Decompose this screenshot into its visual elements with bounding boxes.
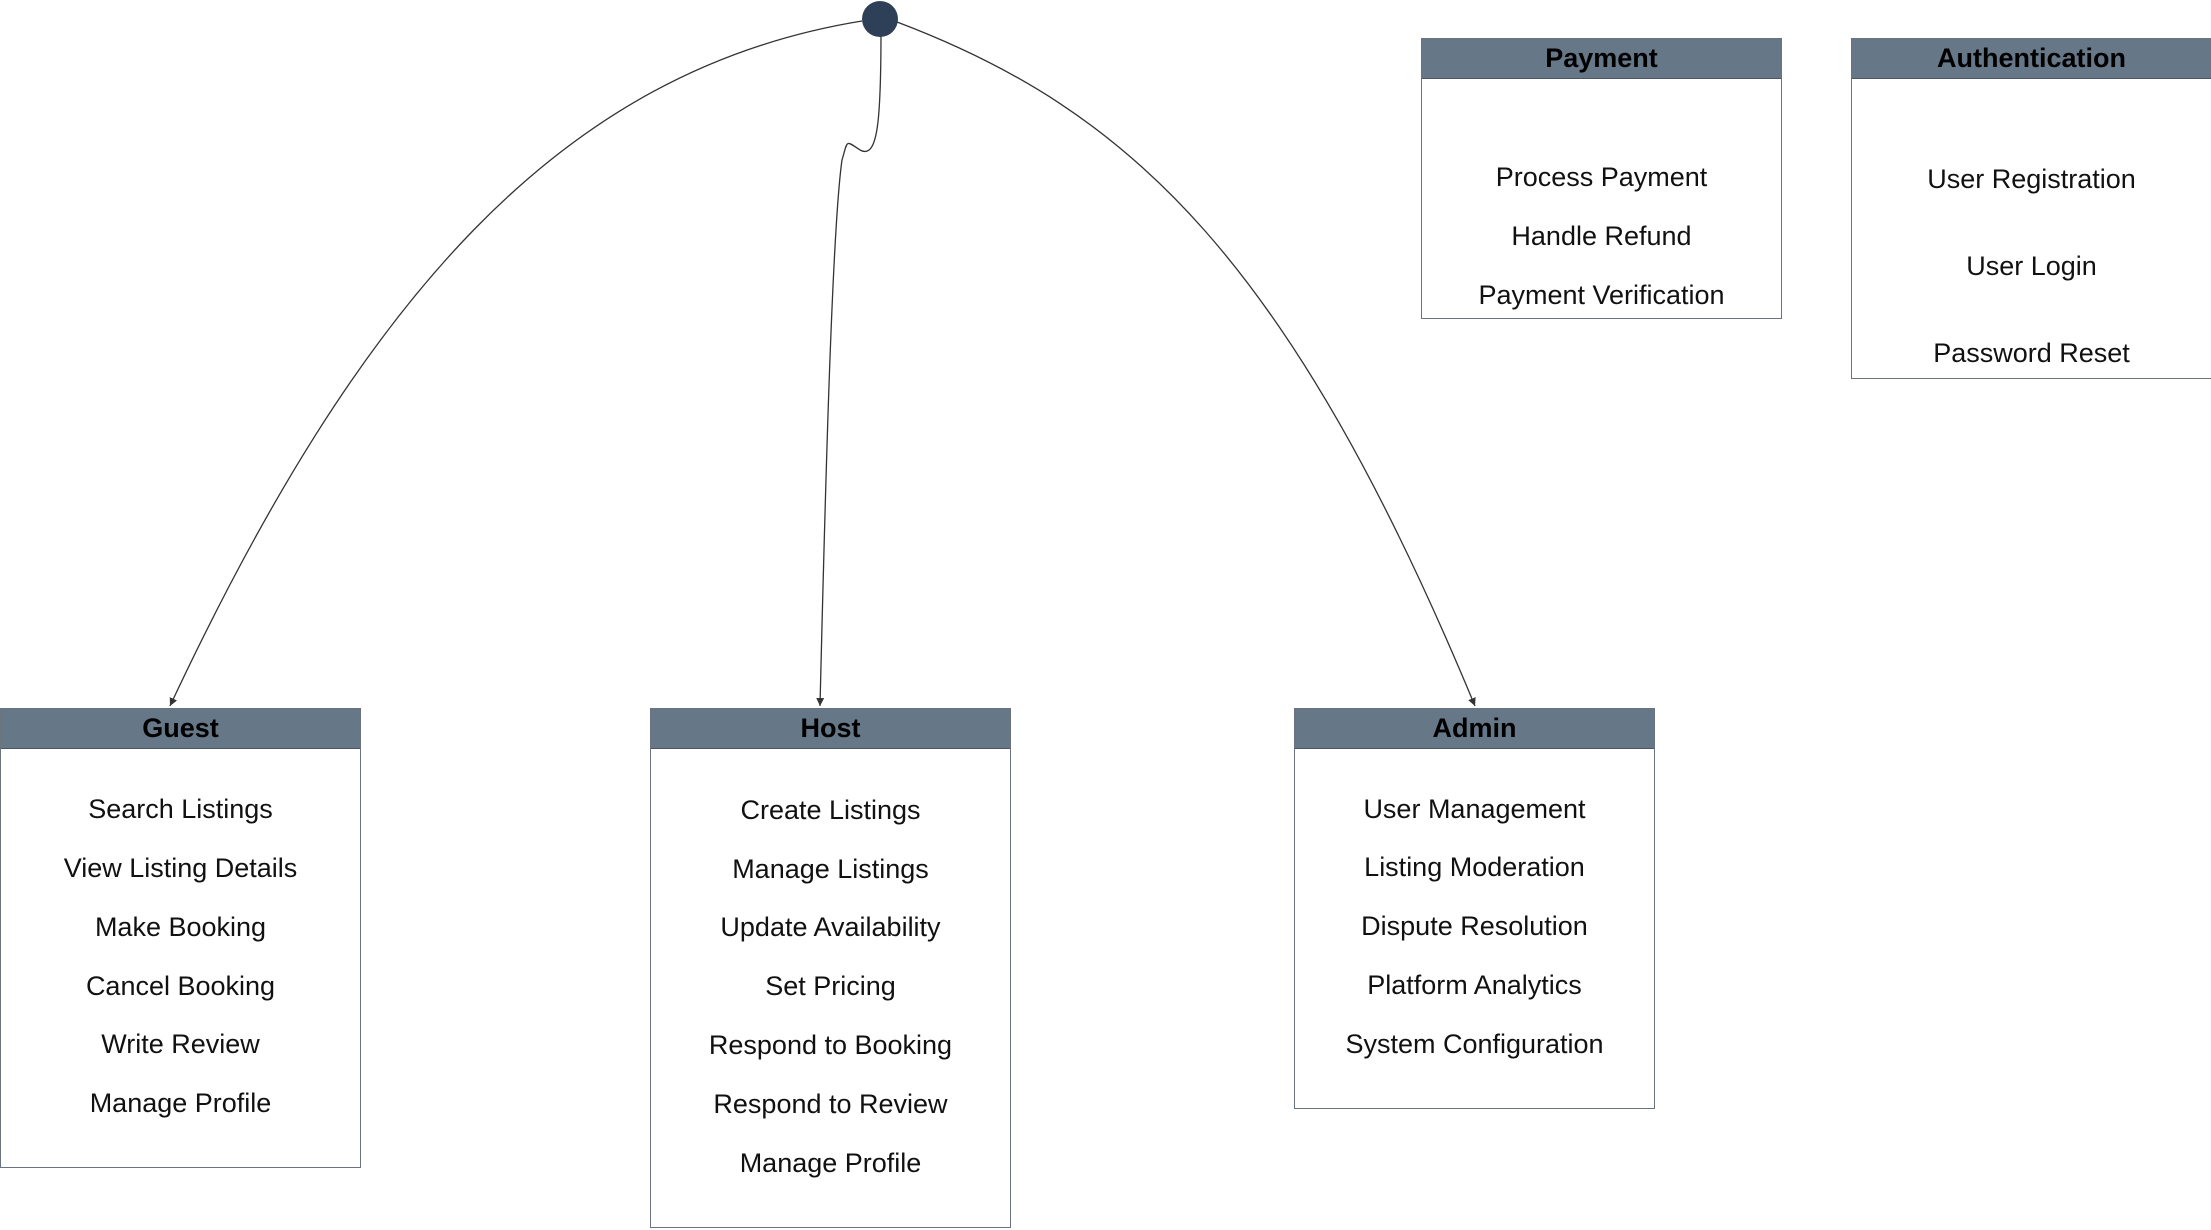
- payment-item: Handle Refund: [1511, 221, 1692, 251]
- guest-card-title: Guest: [1, 709, 360, 749]
- admin-item: User Management: [1363, 794, 1586, 824]
- host-card-title: Host: [651, 709, 1010, 749]
- start-node: [862, 1, 898, 37]
- host-item: Create Listings: [740, 795, 921, 825]
- connector-to-admin: [896, 21, 1476, 707]
- host-item: Manage Profile: [739, 1148, 922, 1178]
- admin-item: Platform Analytics: [1367, 970, 1582, 1000]
- host-item: Set Pricing: [765, 971, 896, 1001]
- payment-item: Payment Verification: [1478, 280, 1725, 310]
- authentication-item: User Registration: [1927, 164, 2136, 194]
- payment-card-title: Payment: [1422, 39, 1781, 79]
- admin-item: Listing Moderation: [1364, 852, 1585, 882]
- admin-item: System Configuration: [1345, 1029, 1604, 1059]
- authentication-card-title: Authentication: [1852, 39, 2211, 79]
- payment-card: Payment Process Payment Handle Refund Pa…: [1421, 38, 1782, 319]
- authentication-item: Password Reset: [1933, 338, 2130, 368]
- guest-item: Manage Profile: [89, 1088, 272, 1118]
- authentication-card: Authentication User Registration User Lo…: [1851, 38, 2211, 379]
- authentication-item: User Login: [1966, 251, 2097, 281]
- guest-item: Cancel Booking: [85, 971, 276, 1001]
- host-item: Respond to Booking: [708, 1030, 953, 1060]
- guest-card: Guest Search Listings View Listing Detai…: [0, 708, 361, 1168]
- admin-item: Dispute Resolution: [1361, 911, 1588, 941]
- host-item: Update Availability: [720, 912, 941, 942]
- payment-item: Process Payment: [1495, 162, 1708, 192]
- host-item: Manage Listings: [732, 854, 929, 884]
- admin-card: Admin User Management Listing Moderation…: [1294, 708, 1655, 1109]
- guest-item: Search Listings: [88, 794, 273, 824]
- admin-card-title: Admin: [1295, 709, 1654, 749]
- guest-item: Make Booking: [94, 912, 267, 942]
- guest-item: Write Review: [101, 1029, 260, 1059]
- connector-to-host: [816, 29, 882, 707]
- host-card: Host Create Listings Manage Listings Upd…: [650, 708, 1011, 1228]
- guest-item: View Listing Details: [63, 853, 298, 883]
- connector-to-guest: [169, 20, 863, 707]
- host-item: Respond to Review: [713, 1089, 948, 1119]
